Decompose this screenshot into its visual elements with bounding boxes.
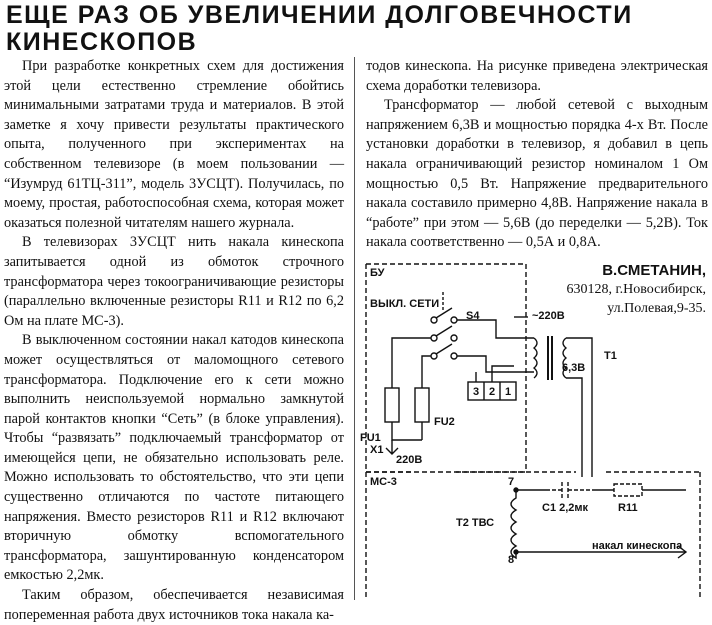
connector-pin-2: 2 xyxy=(489,386,496,398)
switch-contact xyxy=(430,316,438,324)
heater-label: накал кинескопа xyxy=(592,540,683,552)
t1-primary xyxy=(532,337,538,379)
wire xyxy=(457,355,534,373)
wire xyxy=(391,337,431,388)
v220-bottom-label: 220В xyxy=(396,454,423,466)
schematic-drawing xyxy=(365,263,701,598)
capacitor-c1 xyxy=(546,482,592,498)
bu-block-border xyxy=(365,263,527,473)
column-divider xyxy=(354,57,355,600)
t2-winding xyxy=(510,490,518,560)
fuse-fu1 xyxy=(384,387,400,423)
right-column: тодов кинескопа. На рисунке приведена эл… xyxy=(366,57,708,253)
paragraph: При разработке конкретных схем для дости… xyxy=(4,58,344,231)
paragraph: В телевизорах 3УСЦТ нить накала кинескоп… xyxy=(4,234,344,329)
paragraph: тодов кинескопа. На рисунке приведена эл… xyxy=(366,58,708,94)
x1-label: X1 xyxy=(370,444,384,456)
fu2-label: FU2 xyxy=(434,416,455,428)
paragraph: Трансформатор — любой сетевой с выходным… xyxy=(366,97,708,251)
t1-label: T1 xyxy=(604,350,617,362)
switch-label: ВЫКЛ. СЕТИ xyxy=(370,298,440,310)
connector-pin-3: 3 xyxy=(473,386,480,398)
t2-label: T2 ТВС xyxy=(456,517,495,529)
c1-label: С1 2,2мк xyxy=(542,502,589,514)
resistor-r11 xyxy=(613,483,643,497)
author-address-line: ул.Полевая,9-35. xyxy=(607,301,706,316)
mc3-label: МС-3 xyxy=(370,476,397,488)
paragraph: В выключенном состоянии накал катодов ки… xyxy=(4,332,344,584)
switch-blade xyxy=(435,307,453,319)
v63-label: 6,3В xyxy=(562,362,586,374)
s4-label: S4 xyxy=(466,310,480,322)
switch-contact xyxy=(450,334,458,342)
switch-contact xyxy=(450,316,458,324)
paragraph: Таким образом, обеспечивается независима… xyxy=(4,587,344,623)
left-column: При разработке конкретных схем для дости… xyxy=(4,57,344,625)
heater-arrow xyxy=(677,545,688,559)
wire xyxy=(457,319,534,339)
r11-label: R11 xyxy=(618,502,638,514)
article-title: ЕЩЕ РАЗ ОБ УВЕЛИЧЕНИИ ДОЛГОВЕЧНОСТИ КИНЕ… xyxy=(6,1,633,56)
wire xyxy=(421,355,431,388)
wire xyxy=(475,365,514,382)
pin-8-label: 8 xyxy=(508,554,515,566)
fu1-label: FU1 xyxy=(360,432,381,444)
circuit-schematic: БУ ВЫКЛ. СЕТИ S4 ~220В T1 6,3В 3 2 1 FU1… xyxy=(356,262,712,600)
bu-label: БУ xyxy=(370,267,385,279)
author-signature: В.СМЕТАНИН, 630128, г.Новосибирск, ул.По… xyxy=(567,261,706,318)
v220-top-label: ~220В xyxy=(532,310,565,322)
fuse-fu2 xyxy=(414,387,430,423)
t1-secondary xyxy=(562,337,568,379)
switch-blade xyxy=(435,343,453,355)
wire xyxy=(391,422,423,441)
switch-blade xyxy=(435,325,453,337)
wire xyxy=(566,337,593,477)
connector-pin-1: 1 xyxy=(505,386,512,398)
author-name: В.СМЕТАНИН, xyxy=(602,262,706,279)
mc3-block-border xyxy=(365,471,701,598)
pin-7-label: 7 xyxy=(508,476,515,488)
wire xyxy=(516,489,686,553)
plug-arrow xyxy=(385,440,399,455)
author-address-line: 630128, г.Новосибирск, xyxy=(566,282,706,297)
switch-contact xyxy=(450,352,458,360)
